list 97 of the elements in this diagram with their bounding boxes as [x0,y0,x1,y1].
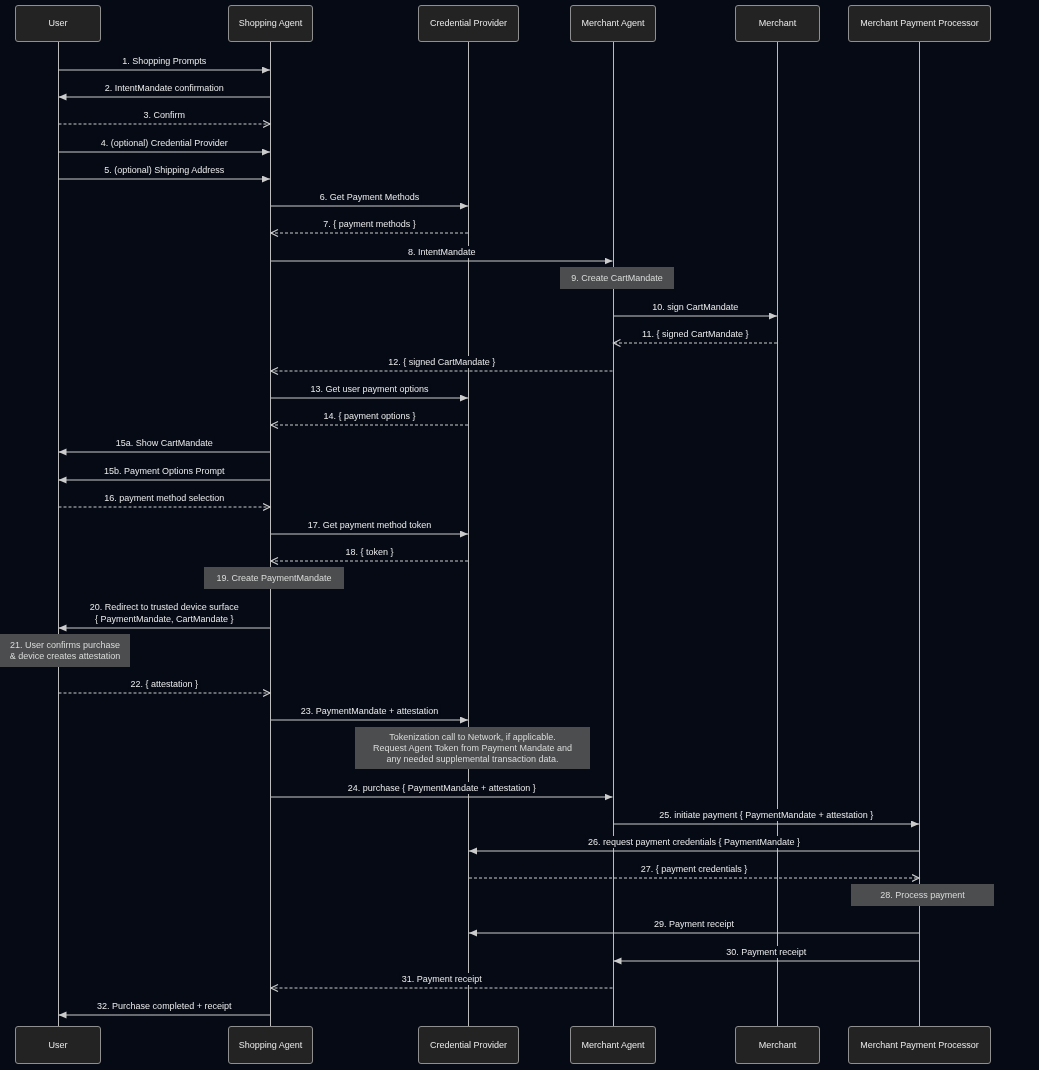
participant-name: Merchant [758,18,797,29]
participant-name: Shopping Agent [238,18,303,29]
message-label: 22. { attestation } [128,678,201,690]
note-text: 9. Create CartMandate [571,272,663,284]
message-label: 15a. Show CartMandate [113,437,215,449]
arrow [58,624,271,632]
participant-box [848,1026,991,1064]
arrow [468,929,920,937]
participant-name: Credential Provider [429,18,507,29]
participant-box [570,1026,656,1064]
message-label: 27. { payment credentials } [638,863,750,875]
note-text: Tokenization call to Network, if applicable. Request Agent Token from Payment Mandate and any needed supplemental transaction data. [372,731,573,765]
arrow [613,312,778,320]
note-box [355,727,590,769]
note-box [0,634,130,667]
message-label: 11. { signed CartMandate } [640,328,751,340]
dashed-arrow [270,983,613,993]
participant-box [418,1026,519,1064]
note-text: 28. Process payment [880,889,965,901]
message-label: 23. PaymentMandate + attestation [298,705,441,717]
dashed-arrow [58,502,271,512]
participant-name: Merchant [758,1039,797,1051]
lifeline [612,42,614,1026]
message-label: 29. Payment receipt [652,918,736,930]
participant-name: User [48,18,68,29]
message-label: 17. Get payment method token [305,519,434,531]
note-text: 19. Create PaymentMandate [216,572,332,584]
participant-name: Merchant Payment Processor [860,1039,979,1051]
message-label: 7. { payment methods } [321,218,418,230]
message-label: 26. request payment credentials { PaymentMandate } [585,836,803,848]
arrow [613,957,920,965]
message-label: 3. Confirm [141,109,187,121]
participant-box [228,5,313,42]
message-label: 12. { signed CartMandate } [386,356,498,368]
arrow [468,847,920,855]
message-label: 16. payment method selection [102,492,227,504]
dashed-arrow [270,366,613,376]
participant-name: Shopping Agent [238,1039,303,1051]
arrow [270,716,469,724]
arrow [270,530,469,538]
arrow [270,202,469,210]
lifeline [270,42,271,1026]
message-label: 30. Payment receipt [724,946,809,958]
note-text: 21. User confirms purchase & device creates attestation [8,639,122,662]
message-label: 15b. Payment Options Prompt [101,465,227,477]
arrow [270,793,613,801]
participant-box [15,5,101,42]
message-label: 14. { payment options } [321,410,418,422]
participant-name: Merchant Agent [581,1039,645,1051]
dashed-arrow [270,420,469,430]
note-box [204,567,344,589]
participant-name: Credential Provider [429,1039,507,1051]
dashed-arrow [270,228,469,238]
lifeline [468,42,469,1026]
dashed-arrow [468,873,920,883]
message-label: 31. Payment receipt [399,973,484,985]
arrow [58,148,271,156]
message-label: 25. initiate payment { PaymentMandate + attestation } [657,809,876,821]
arrow [270,257,613,265]
participant-name: Merchant Agent [581,18,645,29]
lifeline [919,42,920,1026]
arrow [58,476,271,484]
note-box [851,884,994,906]
arrow [270,394,469,402]
message-label: 32. Purchase completed + receipt [95,1000,234,1012]
message-label: 24. purchase { PaymentMandate + attestation } [345,782,538,794]
arrow [58,448,271,456]
arrow [58,66,271,74]
dashed-arrow [612,338,778,348]
arrow [58,93,271,101]
dashed-arrow [58,119,271,129]
participant-box [15,1026,101,1064]
message-label: 13. Get user payment options [308,383,431,395]
message-label: 1. Shopping Prompts [120,55,209,67]
message-label: 2. IntentMandate confirmation [102,82,226,94]
lifeline [777,42,778,1026]
arrow [58,175,271,183]
message-label: 5. (optional) Shipping Address [102,164,227,176]
message-label: 10. sign CartMandate [650,301,741,313]
message-label: 18. { token } [343,546,396,558]
participant-box [570,5,656,42]
message-label: 6. Get Payment Methods [317,191,422,203]
dashed-arrow [58,688,271,698]
participant-box [735,1026,820,1064]
arrow [58,1011,271,1019]
lifeline [57,42,59,1026]
participant-box [228,1026,313,1064]
participant-box [735,5,820,42]
arrow [613,820,920,828]
participant-name: User [48,1039,68,1051]
message-label: 8. IntentMandate [405,246,478,258]
participant-box [848,5,991,42]
note-box [560,267,674,289]
participant-box [418,5,519,42]
message-label: 4. (optional) Credential Provider [98,137,230,149]
dashed-arrow [270,556,469,566]
participant-name: Merchant Payment Processor [860,18,979,29]
